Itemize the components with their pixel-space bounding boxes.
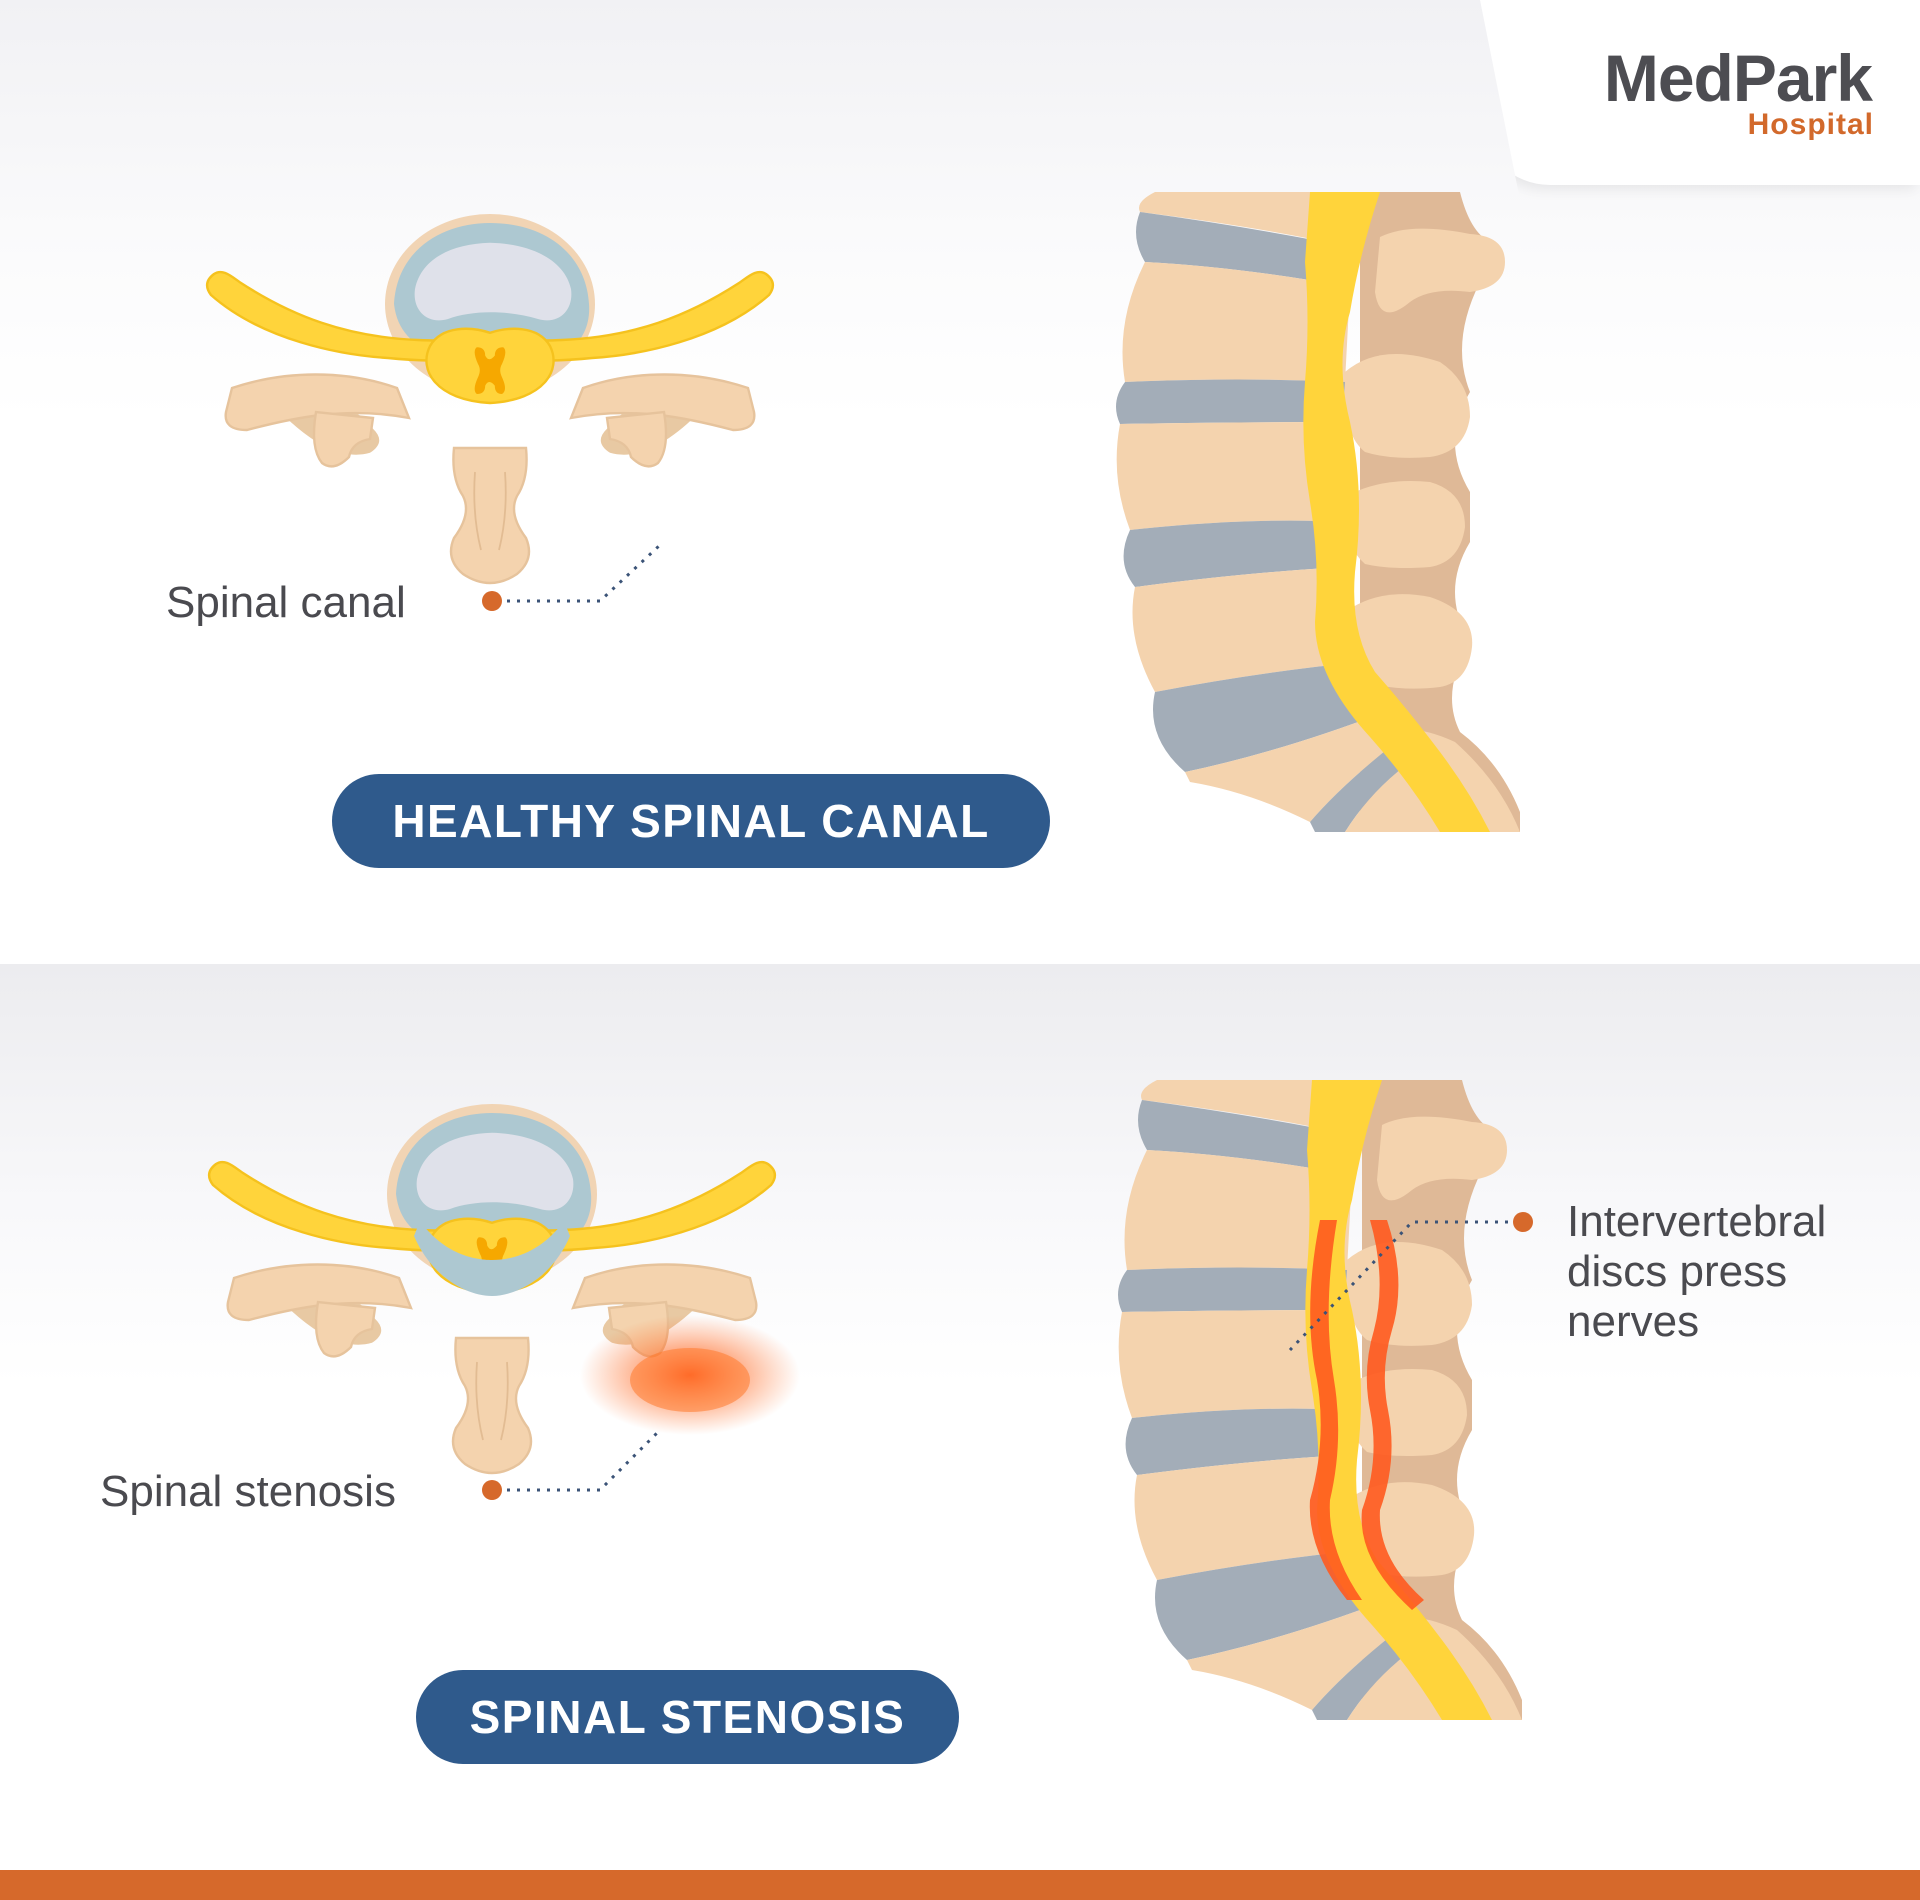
stenosis-panel — [0, 964, 1920, 1870]
callout-line-3: nerves — [1567, 1297, 1700, 1346]
callout-text: Intervertebral discs press nerves — [1567, 1197, 1826, 1347]
stenosis-title-badge: SPINAL STENOSIS — [416, 1670, 959, 1764]
spinal-stenosis-label: Spinal stenosis — [100, 1467, 396, 1516]
logo-card: MedPark Hospital — [1480, 0, 1920, 185]
callout-line-2: discs press — [1567, 1247, 1788, 1296]
footer-bar — [0, 1870, 1920, 1900]
spinal-canal-label: Spinal canal — [166, 578, 406, 627]
logo-name: MedPark — [1603, 41, 1873, 115]
healthy-title-badge: HEALTHY SPINAL CANAL — [332, 774, 1050, 868]
logo-subtitle: Hospital — [1747, 108, 1874, 141]
callout-line-1: Intervertebral — [1567, 1197, 1827, 1246]
